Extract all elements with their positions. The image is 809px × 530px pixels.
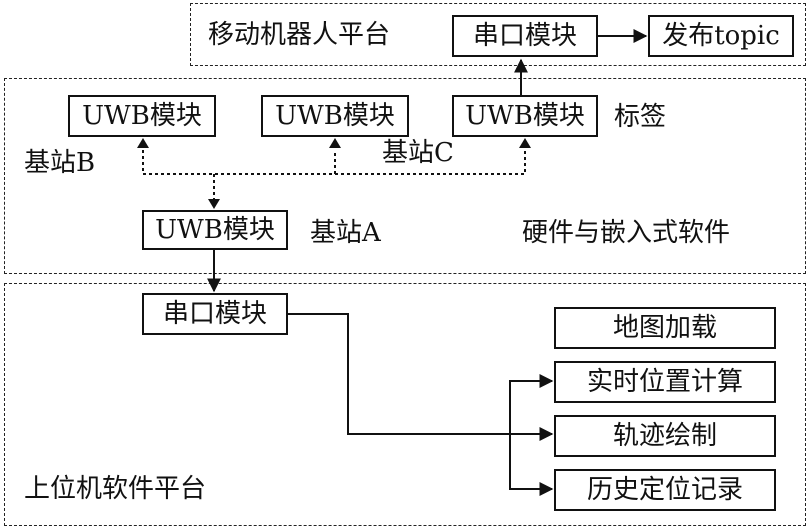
- history-position-record-box: 历史定位记录: [554, 469, 776, 511]
- tag-label: 标签: [614, 102, 667, 132]
- realtime-position-calc-box: 实时位置计算: [554, 361, 776, 403]
- uwb-module-base-c-box: UWB模块: [261, 95, 409, 137]
- host-serial-module-box: 串口模块: [142, 293, 288, 335]
- mobile-robot-platform-region: [190, 3, 806, 66]
- trajectory-drawing-box: 轨迹绘制: [554, 415, 776, 457]
- connector-branch-realtime: [509, 374, 554, 434]
- arrowhead-base-c: [329, 138, 341, 148]
- uwb-module-base-b-box: UWB模块: [68, 95, 216, 137]
- robot-serial-module-box: 串口模块: [452, 15, 598, 57]
- arrowhead-base-b: [137, 138, 149, 148]
- hardware-embedded-region: [4, 78, 806, 274]
- uwb-module-base-a-box: UWB模块: [142, 210, 288, 250]
- mobile-robot-platform-label: 移动机器人平台: [208, 20, 391, 50]
- host-software-platform-label: 上位机软件平台: [24, 474, 207, 504]
- base-station-b-label: 基站B: [24, 148, 96, 178]
- publish-topic-box: 发布topic: [648, 15, 794, 57]
- arrowhead-base-a: [208, 199, 220, 209]
- uwb-module-tag-box: UWB模块: [452, 95, 598, 137]
- dotted-link-bus: [142, 150, 526, 175]
- host-software-region: [4, 283, 806, 526]
- hardware-embedded-label: 硬件与嵌入式软件: [522, 218, 731, 248]
- arrowhead-tag: [519, 138, 531, 148]
- map-loading-box: 地图加载: [554, 307, 776, 349]
- connector-serial-to-functions: [287, 313, 554, 441]
- connector-branch-history: [509, 434, 554, 496]
- base-station-c-label: 基站C: [382, 138, 454, 168]
- base-station-a-label: 基站A: [310, 218, 381, 248]
